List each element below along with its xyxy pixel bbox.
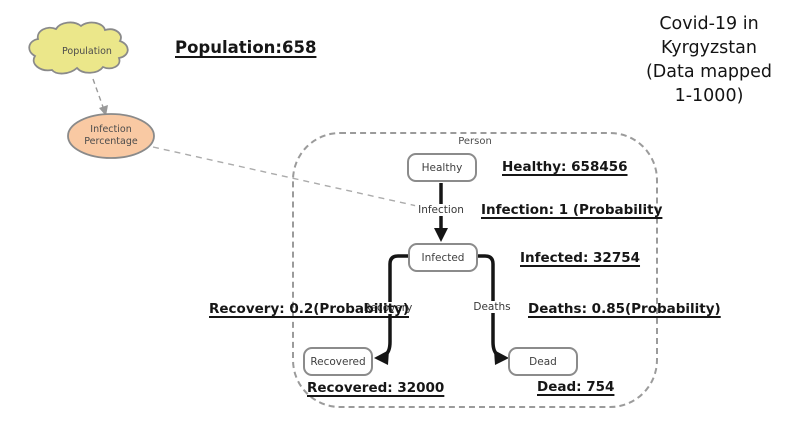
deaths-arrowhead: [494, 350, 509, 365]
deaths-value: Deaths: 0.85(Probability): [528, 301, 721, 317]
recovered-value: Recovered: 32000: [307, 380, 445, 396]
transition-label-recovery: Recovery: [360, 302, 416, 314]
healthy-value: Healthy: 658456: [502, 159, 628, 175]
state-box-infected[interactable]: Infected: [408, 243, 478, 272]
population-value: Population:658: [175, 38, 317, 57]
infection-value: Infection: 1 (Probability: [481, 202, 663, 218]
infection-arrowhead: [434, 228, 448, 242]
state-box-recovered[interactable]: Recovered: [303, 347, 373, 376]
cloud-to-ellipse-link: [92, 78, 104, 108]
title-line: 1-1000): [674, 86, 744, 106]
person-frame: [292, 132, 658, 408]
transition-label-infection: Infection: [415, 204, 467, 216]
diagram-title: Covid-19 in Kyrgyzstan (Data mapped 1-10…: [624, 12, 794, 108]
dead-value: Dead: 754: [537, 379, 615, 395]
infection-percentage-label: Infection Percentage: [84, 124, 138, 147]
population-cloud[interactable]: [28, 21, 129, 75]
ellipse-to-infection-link: [152, 146, 418, 207]
recovery-value: Recovery: 0.2(Probability): [209, 301, 409, 317]
title-line: Covid-19 in: [659, 14, 759, 34]
infection-percentage-ellipse[interactable]: [67, 113, 155, 159]
title-line: (Data mapped: [645, 62, 773, 82]
state-box-dead[interactable]: Dead: [508, 347, 578, 376]
transition-label-deaths: Deaths: [470, 301, 514, 313]
infected-value: Infected: 32754: [520, 250, 641, 266]
recovery-arrowhead: [374, 350, 389, 365]
state-box-healthy[interactable]: Healthy: [407, 153, 477, 182]
title-line: Kyrgyzstan: [661, 38, 757, 58]
person-frame-label: Person: [455, 136, 495, 147]
population-cloud-label: Population: [62, 46, 112, 57]
